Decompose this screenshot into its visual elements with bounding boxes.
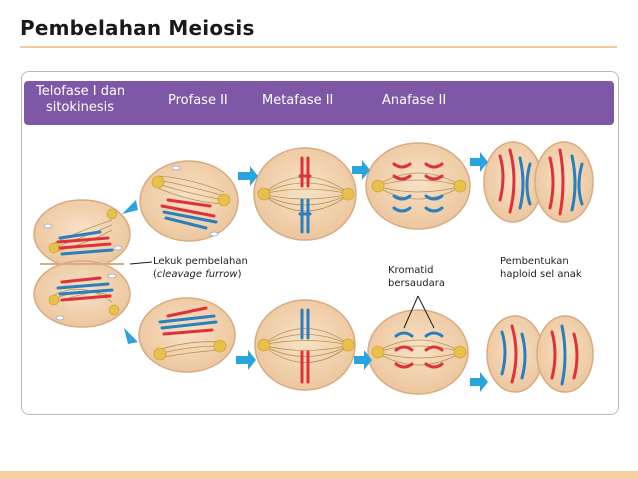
page-title: Pembelahan Meiosis	[20, 16, 255, 40]
stage-label-telofase-line2: sitokinesis	[46, 100, 114, 115]
prophase-bottom-cell	[138, 297, 236, 373]
process-arrows	[122, 152, 488, 392]
stage-label-anafase: Anafase II	[382, 93, 447, 108]
arrow-icon	[352, 160, 370, 180]
stage-label-telofase-line1: Telofase I dan	[36, 84, 126, 99]
centrosome-icon	[151, 175, 165, 189]
arrow-icon	[124, 328, 138, 344]
annotation-pembentukan-line2: haploid sel anak	[500, 269, 582, 280]
centrosome-icon	[257, 338, 271, 352]
arrow-icon	[238, 166, 258, 186]
arrow-icon	[470, 152, 488, 172]
centrosome-icon	[341, 338, 355, 352]
centrosome-icon	[453, 179, 467, 193]
centrosome-icon	[213, 339, 227, 353]
stage-label-telofase: Telofase I dan sitokinesis	[36, 84, 125, 116]
annotation-kromatid-line1: Kromatid	[388, 265, 434, 276]
telophase-cell	[33, 199, 131, 328]
annotation-lekuk: Lekuk pembelahan (cleavage furrow)	[153, 255, 248, 281]
anaphase-top-cell	[365, 142, 471, 230]
arrow-icon	[236, 350, 256, 370]
annotation-lekuk-line1: Lekuk pembelahan	[153, 256, 248, 267]
stage-banner	[24, 81, 614, 125]
kromatid-pointer-lines	[403, 295, 435, 329]
stage-label-metafase: Metafase II	[262, 93, 334, 108]
centrosome-icon	[371, 179, 385, 193]
arrow-icon	[122, 200, 138, 214]
stage-label-profase: Profase II	[168, 93, 228, 108]
arrow-icon	[354, 350, 372, 370]
centrosome-icon	[217, 193, 231, 207]
annotation-kromatid-line2: bersaudara	[388, 278, 446, 289]
annotation-pembentukan: Pembentukan haploid sel anak	[500, 255, 582, 281]
arrow-icon	[470, 372, 488, 392]
centrosome-icon	[257, 187, 271, 201]
footer-bar	[0, 471, 638, 479]
annotation-lekuk-line2: (cleavage furrow)	[153, 269, 242, 280]
daughter-cells-top	[483, 141, 594, 223]
prophase-top-cell	[139, 160, 239, 242]
annotation-pembentukan-line1: Pembentukan	[500, 256, 569, 267]
title-underline	[20, 46, 617, 48]
centrosome-icon	[153, 347, 167, 361]
centrosome-icon	[48, 208, 120, 316]
anaphase-bottom-cell	[367, 309, 469, 395]
centrosome-icon	[371, 345, 385, 359]
lekuk-pointer-line	[129, 261, 153, 265]
metaphase-top-cell	[253, 147, 357, 241]
daughter-cells-bottom	[486, 315, 594, 393]
centrosome-icon	[341, 187, 355, 201]
annotation-kromatid: Kromatid bersaudara	[388, 264, 445, 290]
annotation-lekuk-italic: cleavage furrow	[156, 269, 238, 280]
centrosome-icon	[453, 345, 467, 359]
metaphase-bottom-cell	[254, 299, 356, 391]
